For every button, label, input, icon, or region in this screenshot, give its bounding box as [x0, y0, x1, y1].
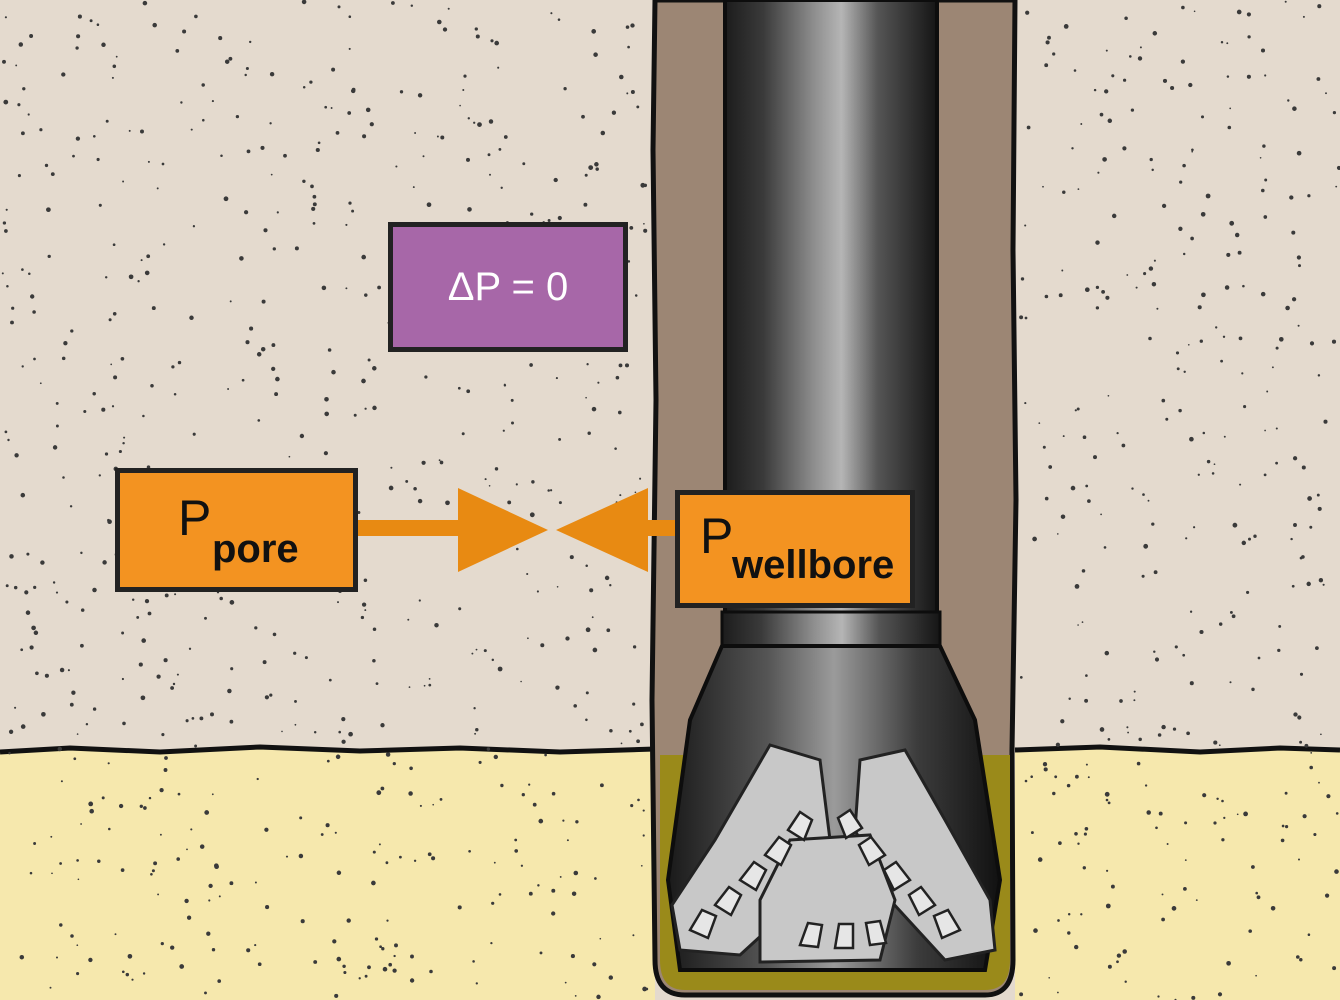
- delta-p-text: ΔP = 0: [447, 264, 569, 309]
- p-wellbore-label: P wellbore: [675, 490, 915, 608]
- bit-cones: [670, 743, 997, 964]
- p-wellbore-symbol: P: [700, 508, 734, 564]
- p-pore-symbol: P: [178, 490, 212, 546]
- delta-p-label: ΔP = 0: [388, 222, 628, 352]
- tool-joint: [720, 610, 942, 648]
- formation-boundary: [0, 744, 1340, 755]
- bit-teeth: [688, 808, 962, 950]
- p-pore-label: P pore: [115, 468, 358, 592]
- lower-formation: [0, 747, 1340, 1000]
- p-wellbore-subscript: wellbore: [732, 543, 895, 587]
- pressure-arrow-icon: [356, 488, 680, 572]
- p-pore-subscript: pore: [212, 527, 299, 571]
